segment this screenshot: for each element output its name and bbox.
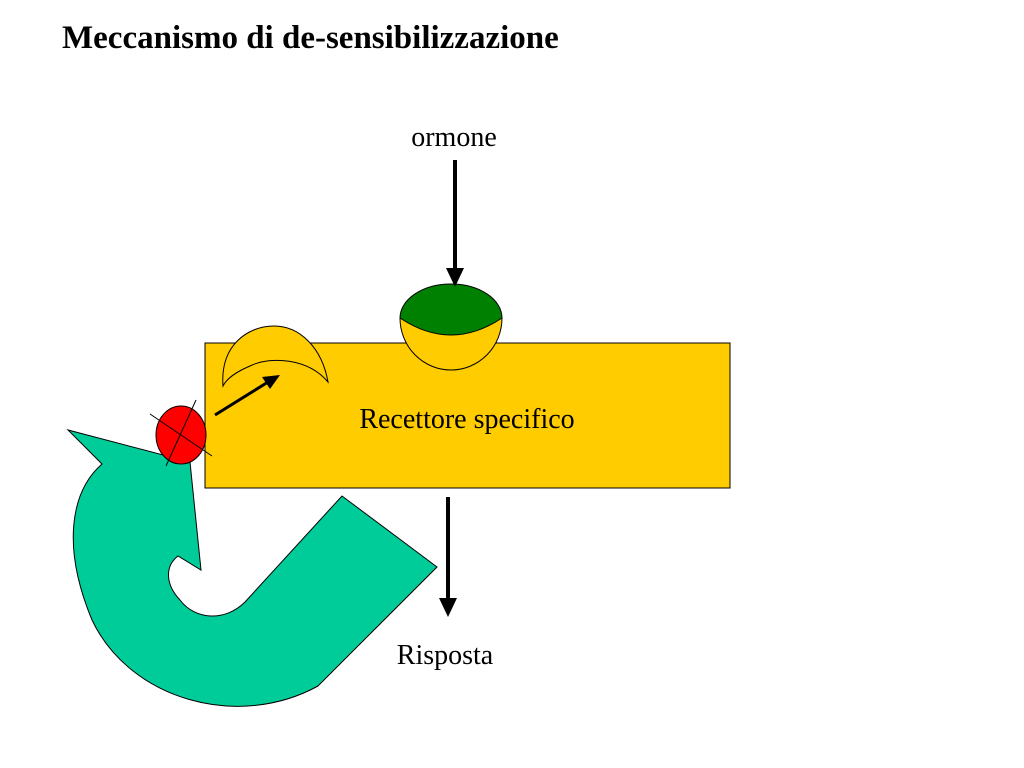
- hormone-shape: [399, 283, 503, 336]
- crescent-shape: [222, 325, 329, 388]
- hormone-arrow: [446, 160, 464, 287]
- feedback-arrow: [66, 429, 438, 707]
- receptor-label: Recettore specifico: [359, 404, 574, 435]
- inhibitor-icon: [149, 399, 213, 467]
- hormone-label: ormone: [411, 122, 497, 153]
- inhibition-arrow: [214, 375, 280, 417]
- page-title: Meccanismo di de-sensibilizzazione: [62, 20, 559, 56]
- response-arrow: [439, 497, 457, 617]
- response-label: Risposta: [397, 640, 494, 671]
